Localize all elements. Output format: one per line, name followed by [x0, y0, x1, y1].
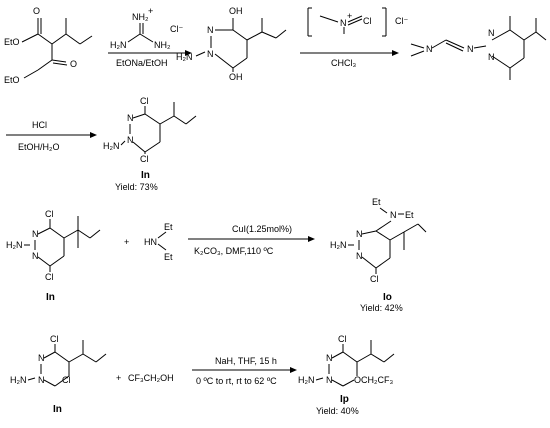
guanidine-hydrochloride: NH₂ + H₂N NH₂ Cl⁻ [110, 6, 183, 50]
diethylamine-et-2: Et [164, 252, 173, 262]
in3-amino: H₂N [10, 375, 27, 385]
compound-io-yield: Yield: 42% [360, 303, 403, 313]
in-ring-n-2: N [127, 135, 134, 145]
compound-In-reactant-3: Cl Cl N N H₂N In [10, 334, 107, 415]
in3-cl-top: Cl [50, 334, 59, 344]
amidine-n-1: N [426, 44, 433, 54]
guanidine-h2n: H₂N [110, 40, 127, 50]
amidine-n-2: N [467, 44, 474, 54]
in3-cl-bottom: Cl [62, 375, 71, 385]
in2-ring-n-1: N [32, 229, 39, 239]
diethylamine-hn: HN [144, 237, 157, 247]
amino-label-1: H₂N [176, 52, 193, 62]
io-ring-n-2: N [356, 251, 363, 261]
in-cl-bottom: Cl [140, 154, 149, 164]
guanidine-nh2-plus: NH₂ [132, 12, 149, 22]
chloride-ion: Cl⁻ [170, 24, 183, 34]
ip-ring-n-2: N [326, 375, 333, 385]
arrow-2-condition: CHCl₃ [331, 58, 356, 68]
in2-cl-top: Cl [45, 209, 54, 219]
o-label-1: O [33, 6, 40, 16]
arrow-5-reagent-bottom: 0 ºC to rt, rt to 62 ºC [196, 376, 277, 386]
in3-ring-n-1: N [38, 353, 45, 363]
io-et-2: Et [405, 210, 414, 220]
iminium-plus: + [347, 11, 352, 21]
arrow-3-reagent-bottom: EtOH/H₂O [18, 142, 60, 152]
reaction-arrow-5: NaH, THF, 15 h 0 ºC to rt, rt to 62 ºC [192, 356, 297, 386]
compound-In-structure: Cl Cl N N H₂N In Yield: 73% [103, 96, 197, 192]
guanidine-nh2: NH₂ [154, 40, 171, 50]
reaction-arrow-4: CuI(1.25mol%) K₂CO₃, DMF,110 ºC [188, 224, 315, 256]
io-cl: Cl [370, 274, 379, 284]
vilsmeier-cl: Cl [363, 16, 372, 26]
compound-in3-label: In [53, 404, 62, 415]
ip-cl: Cl [338, 334, 347, 344]
amidine-pyrimidine-structure: N N N N [410, 16, 547, 80]
diethyl-malonate-structure: EtO O EtO O [4, 6, 93, 85]
compound-Ip-structure: Cl N N H₂N OCH₂CF₃ Ip Yield: 40% [298, 334, 395, 416]
ring-n-4: N [488, 52, 495, 62]
iminium-n: N [340, 18, 347, 28]
ip-amino: H₂N [298, 375, 315, 385]
in2-ring-n-2: N [32, 251, 39, 261]
ring-n-1: N [207, 25, 214, 35]
compound-in-yield: Yield: 73% [115, 182, 158, 192]
compound-ip-label: Ip [340, 394, 349, 405]
arrow-5-reagent-top: NaH, THF, 15 h [215, 356, 277, 366]
compound-Io-structure: Et N Et N N H₂N Cl Io Yield: 42% [330, 197, 427, 313]
o-label-2: O [70, 59, 77, 69]
arrow-4-reagent-bottom: K₂CO₃, DMF,110 ºC [194, 246, 274, 256]
ring-n-3: N [488, 28, 495, 38]
io-et-1: Et [372, 197, 381, 207]
in3-ring-n-2: N [38, 375, 45, 385]
ip-ring-n-1: N [326, 353, 333, 363]
compound-in-label: In [141, 170, 150, 181]
guanidine-plus: + [148, 6, 153, 16]
in-ring-n-1: N [127, 113, 134, 123]
eto-label-1: EtO [4, 37, 20, 47]
reaction-arrow-1: EtONa/EtOH [108, 50, 192, 68]
in2-amino: H₂N [6, 240, 23, 250]
oh-label-bottom: OH [229, 72, 243, 82]
vilsmeier-reagent: N + Cl Cl⁻ [307, 7, 408, 37]
compound-io-label: Io [383, 292, 392, 303]
reaction-arrow-3: HCl EtOH/H₂O [6, 120, 97, 152]
reaction-arrow-2: CHCl₃ [300, 50, 399, 68]
compound-ip-yield: Yield: 40% [316, 406, 359, 416]
io-amino: H₂N [330, 240, 347, 250]
ring-n-2: N [207, 49, 214, 59]
compound-in2-label: In [46, 292, 55, 303]
arrow-4-reagent-top: CuI(1.25mol%) [232, 224, 292, 234]
arrow-1-condition: EtONa/EtOH [116, 58, 168, 68]
ip-och2cf3: OCH₂CF₃ [354, 375, 393, 385]
arrow-3-reagent-top: HCl [32, 120, 47, 130]
plus-sign-2: + [116, 373, 121, 383]
io-n-amine: N [390, 210, 397, 220]
in2-cl-bottom: Cl [45, 272, 54, 282]
compound-In-reactant-2: Cl Cl N N H₂N In [6, 209, 101, 303]
io-ring-n-1: N [356, 229, 363, 239]
oh-label-top: OH [229, 6, 243, 16]
trifluoroethanol: CF₃CH₂OH [128, 373, 174, 383]
plus-sign-1: + [124, 237, 129, 247]
in-cl-top: Cl [140, 96, 149, 106]
in-amino: H₂N [103, 141, 120, 151]
diethylamine-et-1: Et [164, 222, 173, 232]
eto-label-2: EtO [4, 75, 20, 85]
dihydroxypyrimidine-structure: OH OH N N H₂N [176, 6, 287, 82]
diethylamine-structure: HN Et Et [144, 222, 173, 262]
vilsmeier-cl-minus: Cl⁻ [395, 16, 408, 26]
